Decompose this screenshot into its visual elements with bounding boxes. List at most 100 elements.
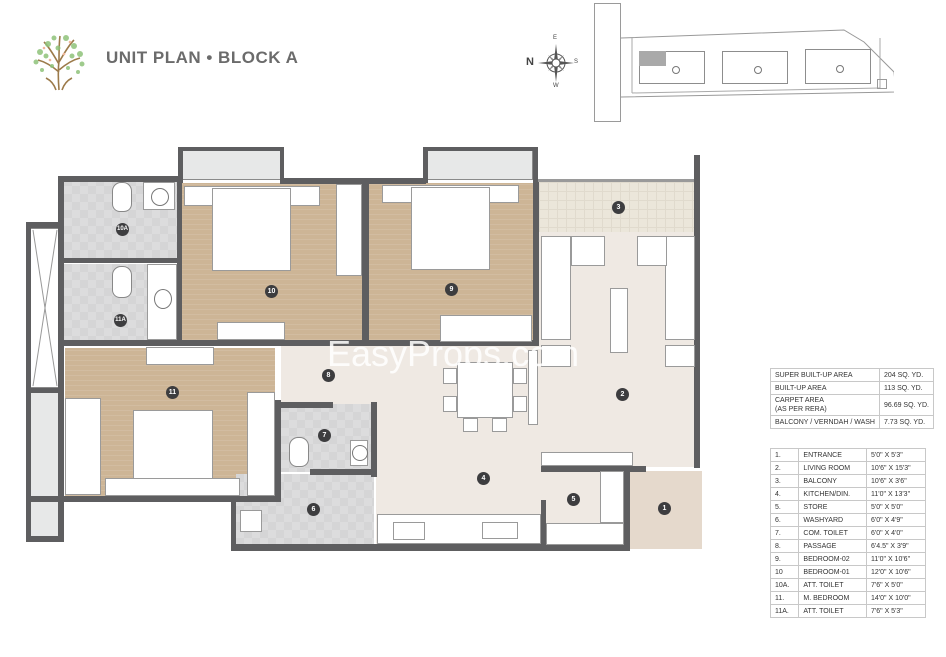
wardrobe [247, 392, 275, 496]
toilet-icon [289, 437, 309, 467]
wall [178, 147, 283, 151]
wall [310, 469, 376, 475]
store-shelf [546, 523, 624, 545]
page-title: UNIT PLAN • BLOCK A [106, 48, 299, 67]
room-no: 10 [769, 565, 800, 579]
wall [294, 340, 534, 346]
room-no: 11A. [769, 604, 800, 618]
room-no: 9. [769, 552, 800, 566]
room-no: 4. [769, 487, 800, 501]
room-badge-8: 8 [322, 369, 335, 382]
room-size: 12'0" X 10'6" [866, 565, 926, 579]
room-size: 6'0" X 4'9" [866, 513, 926, 527]
wall [533, 182, 539, 346]
room-badge-10a: 10A [116, 223, 129, 236]
wall [58, 176, 64, 542]
sink-icon [393, 522, 425, 540]
room-no: 6. [769, 513, 800, 527]
room-badge-6: 6 [307, 503, 320, 516]
bed-headboard [105, 478, 240, 496]
room-badge-5: 5 [567, 493, 580, 506]
room-size: 7'6" X 5'3" [866, 604, 926, 618]
wall [275, 400, 281, 500]
window-bedroom-01 [182, 150, 282, 180]
room-name: STORE [798, 500, 868, 514]
dining-chair [443, 396, 457, 412]
room-badge-11: 11 [166, 386, 179, 399]
dining-chair [492, 418, 507, 432]
wall [58, 176, 182, 182]
dining-table [457, 362, 513, 418]
wall [178, 147, 183, 183]
dining-chair [463, 418, 478, 432]
area-label: CARPET AREA(AS PER RERA) [770, 394, 880, 416]
compass-north-label: N [526, 56, 534, 68]
wall [26, 388, 64, 393]
room-no: 10A. [769, 578, 800, 592]
sofa-left [541, 236, 571, 340]
washbasin-icon [143, 182, 175, 210]
wall [533, 147, 538, 185]
wall [26, 496, 281, 502]
wall [64, 340, 144, 346]
compass-rose-icon: E N S W [526, 35, 586, 92]
room-name: BEDROOM-01 [798, 565, 868, 579]
window-left-lower [30, 392, 60, 538]
area-value: 204 SQ. YD. [878, 368, 934, 382]
wall [541, 500, 546, 546]
room-badge-3: 3 [612, 201, 625, 214]
tv-unit [146, 347, 214, 365]
table-row: CARPET AREA(AS PER RERA) 96.69 SQ. YD. [770, 394, 934, 416]
area-label: BUILT-UP AREA [770, 381, 880, 395]
bed [411, 187, 490, 270]
room-no: 5. [769, 500, 800, 514]
table-row: BUILT-UP AREA 113 SQ. YD. [770, 381, 934, 395]
key-plan-gate [877, 79, 887, 89]
key-plan [594, 2, 894, 124]
key-plan-outline [620, 29, 894, 98]
key-plan-lift-icon [836, 65, 844, 73]
room-no: 3. [769, 474, 800, 488]
wardrobe [440, 315, 532, 342]
washing-machine-icon [240, 510, 262, 532]
wall [280, 147, 284, 181]
wall [231, 496, 236, 548]
tv-unit [217, 322, 285, 340]
wall [371, 402, 377, 477]
armchair [665, 345, 695, 367]
room-name: LIVING ROOM [798, 461, 868, 475]
key-plan-lift-icon [754, 66, 762, 74]
wall [231, 544, 628, 551]
room-no: 7. [769, 526, 800, 540]
room-badge-1: 1 [658, 502, 671, 515]
room-badge-7: 7 [318, 429, 331, 442]
area-value: 96.69 SQ. YD. [878, 394, 934, 416]
room-name: COM. TOILET [798, 526, 868, 540]
room-name: KITCHEN/DIN. [798, 487, 868, 501]
area-label: SUPER BUILT-UP AREA [770, 368, 880, 382]
wall [26, 222, 31, 542]
room-size: 6'4.5" X 3'9" [866, 539, 926, 553]
room-badge-10: 10 [265, 285, 278, 298]
table-row: SUPER BUILT-UP AREA 204 SQ. YD. [770, 368, 934, 382]
coffee-table [610, 288, 628, 353]
wardrobe [336, 184, 362, 276]
room-size: 11'0" X 13'3" [866, 487, 926, 501]
window-bedroom-02 [427, 150, 533, 180]
dining-chair [513, 368, 527, 384]
area-label-line1: CARPET AREA [775, 397, 824, 404]
room-badge-4: 4 [477, 472, 490, 485]
wall [423, 147, 536, 151]
room-name: M. BEDROOM [798, 591, 868, 605]
